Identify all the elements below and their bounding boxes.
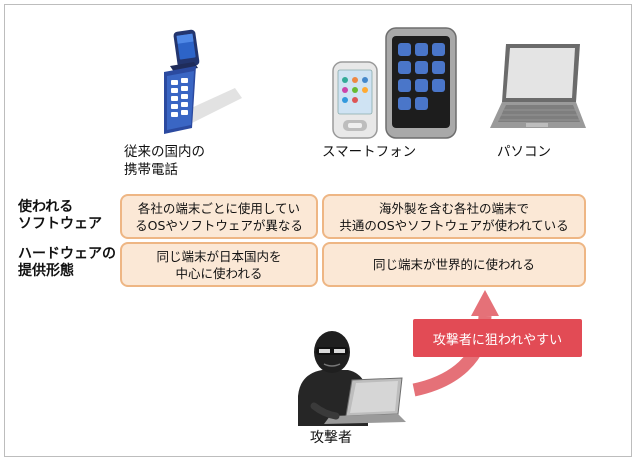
cell-hardware-global: 同じ端末が世界的に使われる: [322, 242, 586, 287]
cell-software-global: 海外製を含む各社の端末で共通のOSやソフトウェアが使われている: [322, 194, 586, 239]
row-label-hardware: ハードウェアの 提供形態: [18, 246, 116, 279]
callout-vulnerable: 攻撃者に狙われやすい: [413, 319, 582, 357]
tablet-icon: [385, 27, 457, 139]
smartphone-label: スマートフォン: [322, 144, 417, 160]
feature-phone-icon: [164, 29, 242, 134]
laptop-icon: [490, 44, 586, 128]
cell-software-domestic: 各社の端末ごとに使用しているOSやソフトウェアが異なる: [120, 194, 318, 239]
smartphone-icon: [332, 61, 378, 139]
row-label-software: 使われる ソフトウェア: [18, 199, 102, 232]
pc-label: パソコン: [497, 144, 551, 160]
feature-phone-label: 従来の国内の 携帯電話: [124, 144, 205, 178]
cell-hardware-domestic: 同じ端末が日本国内を中心に使われる: [120, 242, 318, 287]
attacker-label: 攻撃者: [310, 430, 352, 446]
hacker-icon: [298, 331, 406, 426]
